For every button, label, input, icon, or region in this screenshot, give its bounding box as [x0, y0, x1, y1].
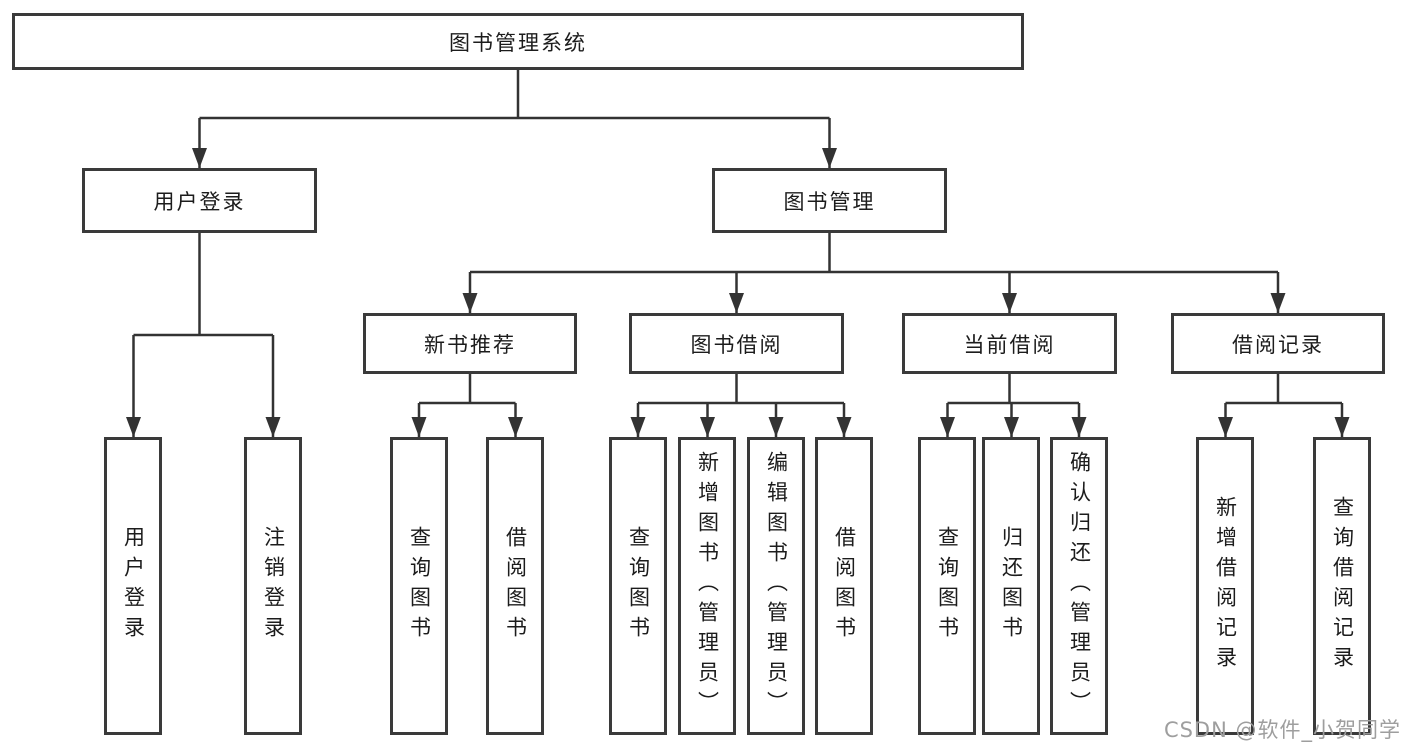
node-borrow-books-recommend: 借阅图书 [486, 437, 544, 735]
node-book-borrow: 图书借阅 [629, 313, 844, 374]
node-label: 注销登录 [261, 526, 286, 646]
node-add-book-admin: 新增图书（管理员） [678, 437, 736, 735]
node-return-book: 归还图书 [982, 437, 1040, 735]
node-query-borrow-record: 查询借阅记录 [1313, 437, 1371, 735]
node-label: 确认归还（管理员） [1067, 451, 1092, 721]
node-add-borrow-record: 新增借阅记录 [1196, 437, 1254, 735]
node-confirm-return-admin: 确认归还（管理员） [1050, 437, 1108, 735]
node-label: 新增借阅记录 [1213, 496, 1238, 676]
node-library-system: 图书管理系统 [12, 13, 1024, 70]
node-label: 用户登录 [121, 526, 146, 646]
node-label: 借阅图书 [832, 526, 857, 646]
node-label: 编辑图书（管理员） [764, 451, 789, 721]
node-user-login-leaf: 用户登录 [104, 437, 162, 735]
node-label: 查询图书 [626, 526, 651, 646]
watermark-text: CSDN @软件_小贺同学 [1163, 718, 1401, 742]
node-book-management: 图书管理 [712, 168, 947, 233]
node-query-books-recommend: 查询图书 [390, 437, 448, 735]
node-label: 新增图书（管理员） [695, 451, 720, 721]
connector-rails [133, 70, 1342, 405]
node-query-books-current: 查询图书 [918, 437, 976, 735]
node-edit-book-admin: 编辑图书（管理员） [747, 437, 805, 735]
node-current-borrow: 当前借阅 [902, 313, 1117, 374]
node-borrow-records: 借阅记录 [1171, 313, 1385, 374]
node-label: 归还图书 [999, 526, 1024, 646]
node-label: 查询图书 [407, 526, 432, 646]
node-new-book-recommend: 新书推荐 [363, 313, 577, 374]
node-query-books-borrow: 查询图书 [609, 437, 667, 735]
node-label: 查询借阅记录 [1330, 496, 1355, 676]
node-borrow-books-leaf: 借阅图书 [815, 437, 873, 735]
node-label: 借阅图书 [503, 526, 528, 646]
node-user-login: 用户登录 [82, 168, 317, 233]
node-logout-leaf: 注销登录 [244, 437, 302, 735]
node-label: 查询图书 [935, 526, 960, 646]
